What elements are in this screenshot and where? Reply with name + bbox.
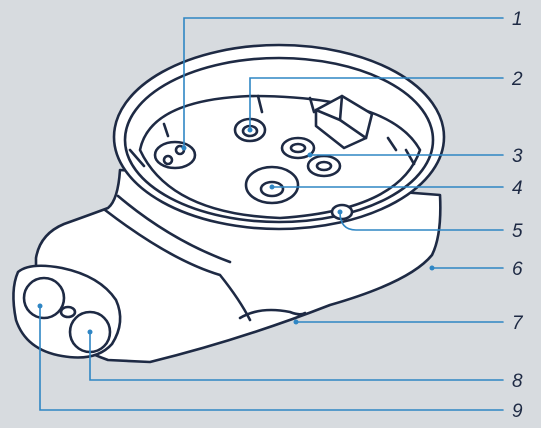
callout-5: 5 [512,221,523,242]
callout-1: 1 [512,9,523,30]
callout-3: 3 [512,146,523,167]
contact-pad-left [155,142,195,168]
callout-2: 2 [511,69,523,90]
callout-labels: 1 2 3 4 5 6 7 8 9 [511,9,524,422]
callout-4: 4 [512,178,523,199]
callout-7: 7 [512,313,524,334]
callout-8: 8 [512,371,523,392]
connector-housing-illustration [13,45,444,362]
callout-9: 9 [512,401,523,422]
plug-socket-upper [24,278,64,318]
callout-6: 6 [512,259,523,280]
plug-center-hole [61,307,75,317]
